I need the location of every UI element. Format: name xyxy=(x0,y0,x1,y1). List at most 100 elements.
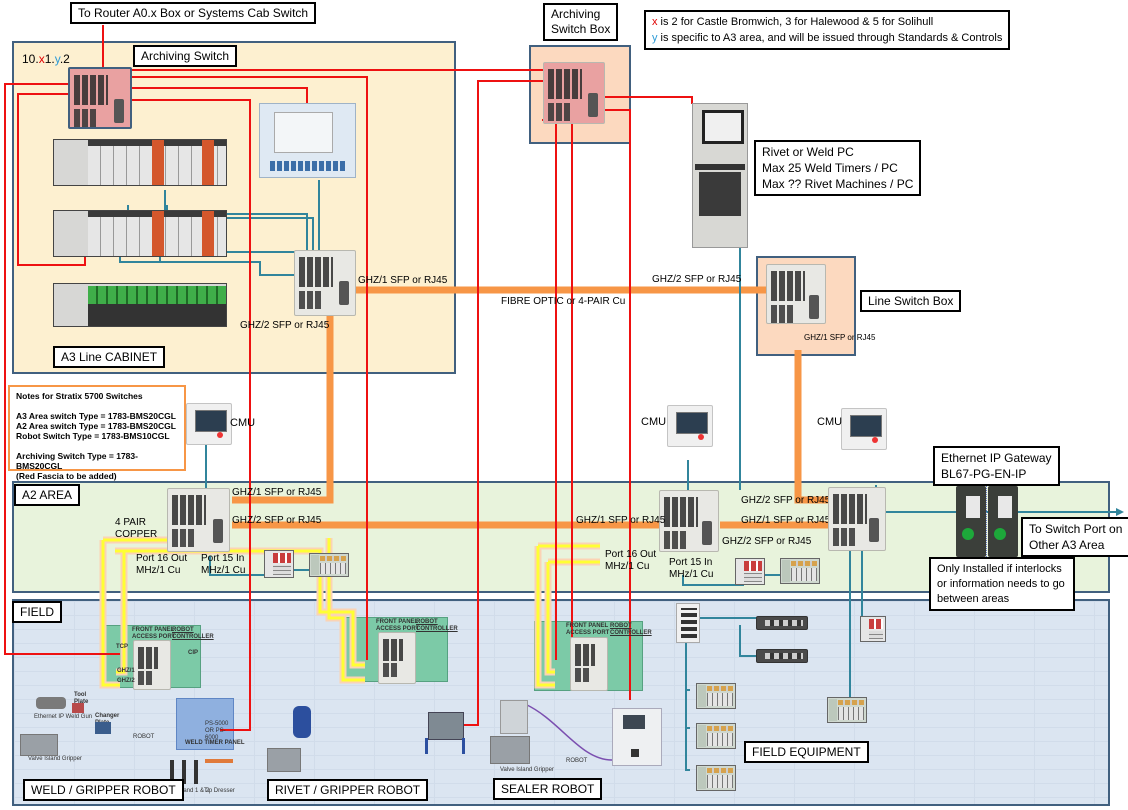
label-line: ACCESS PORT xyxy=(566,630,610,636)
switch-ports xyxy=(172,529,194,547)
robot-label: ROBOT xyxy=(133,734,155,740)
plc-rack-1[interactable] xyxy=(53,139,227,186)
cmu-device-3[interactable] xyxy=(841,408,887,450)
ip-suffix: .2 xyxy=(59,52,70,66)
arrow-head-icon xyxy=(1116,508,1124,516)
cmu-device-2[interactable] xyxy=(667,405,713,447)
archive-link xyxy=(132,87,308,104)
copper-link xyxy=(327,538,365,682)
label-line: MHz/1 Cu xyxy=(136,565,181,576)
label-line: Archiving xyxy=(551,7,601,21)
gateway-led-panel xyxy=(998,496,1012,518)
switch-ports xyxy=(575,668,589,682)
io-terminals xyxy=(869,619,883,629)
pc-cabinet-window xyxy=(699,172,741,216)
field-block-io-1[interactable] xyxy=(756,616,808,630)
field-block-io-2[interactable] xyxy=(756,649,808,663)
cabinet-hmi-panel[interactable] xyxy=(259,103,356,178)
plc-rack-2[interactable] xyxy=(53,210,227,257)
legend-box: x is 2 for Castle Bromwich, 3 for Halewo… xyxy=(644,10,1011,50)
a2-left-io-module[interactable] xyxy=(309,553,349,577)
left-port15-label: Port 15 In MHz/1 Cu xyxy=(201,553,245,577)
plc-rack-3[interactable] xyxy=(53,283,227,327)
sealer-control-cabinet[interactable] xyxy=(612,708,662,766)
field-io-module-2[interactable] xyxy=(696,723,736,749)
cmu-screen xyxy=(850,415,882,437)
io-grid xyxy=(791,568,817,581)
archiving-switch-device[interactable] xyxy=(68,67,132,129)
sealer-control-display xyxy=(623,715,645,729)
switch-connector xyxy=(213,519,223,543)
pc-info-line: Max ?? Rivet Machines / PC xyxy=(762,177,914,191)
switch-ports xyxy=(383,663,397,677)
pc-info-line: Rivet or Weld PC xyxy=(762,145,854,159)
mid-port15-label: Port 15 In MHz/1 Cu xyxy=(669,557,713,581)
label-line: Switch Box xyxy=(551,22,611,36)
tool-plate-label: Tool Plate xyxy=(74,692,89,705)
a2-mid-io-red[interactable] xyxy=(735,558,765,585)
line-switch-device[interactable] xyxy=(766,264,826,324)
label-line: Port 16 Out xyxy=(605,549,657,560)
cmu-screen xyxy=(676,412,708,434)
cmu-device-1[interactable] xyxy=(186,403,232,445)
io-strip xyxy=(838,700,864,705)
io-slots xyxy=(765,620,803,626)
io-strip xyxy=(320,556,346,561)
a2-mid-io-module[interactable] xyxy=(780,558,820,584)
a2-mid-ghz1-label: GHZ/1 SFP or RJ45 xyxy=(576,515,666,526)
field-io-module-1[interactable] xyxy=(696,683,736,709)
rivet-weld-pc[interactable] xyxy=(692,103,748,248)
plc-card-orange xyxy=(152,211,164,256)
a2-switch-middle[interactable] xyxy=(659,490,719,552)
cmu-screen xyxy=(195,410,227,432)
ghz1-port-label: GHZ/1 xyxy=(117,668,135,674)
archiving-box-switch-device[interactable] xyxy=(543,62,605,124)
label-line: CONTROLLER xyxy=(172,634,214,640)
plc-chassis-green xyxy=(88,286,226,304)
field-io-module-4[interactable] xyxy=(827,697,867,723)
io-rows xyxy=(273,565,291,575)
ethernet-ip-gateway-device[interactable] xyxy=(956,486,1018,557)
ps-model-label: PS-5000 OR PS-6000 xyxy=(205,721,229,741)
io-head xyxy=(698,725,706,747)
label-line: Only Installed if interlocks xyxy=(937,563,1062,575)
a2-left-ghz1-label: GHZ/1 SFP or RJ45 xyxy=(232,487,322,498)
switch-ports xyxy=(833,528,855,546)
rivet-robot-switch[interactable] xyxy=(378,632,416,684)
cmu-stop-button xyxy=(872,437,878,443)
io-grid xyxy=(707,775,733,788)
switch-ports xyxy=(681,608,697,638)
label-line: ROBOT xyxy=(610,623,632,629)
field-io-red[interactable] xyxy=(860,616,886,642)
switch-ports xyxy=(74,75,108,105)
a2-switch-right[interactable] xyxy=(828,487,886,551)
a3-area-switch[interactable] xyxy=(294,250,356,316)
a2-switch-left[interactable] xyxy=(167,488,230,552)
gateway-status-dot xyxy=(962,528,974,540)
io-head xyxy=(829,699,837,721)
field-io-module-3[interactable] xyxy=(696,765,736,791)
a2-left-io-red[interactable] xyxy=(264,550,294,578)
cmu-label-3: CMU xyxy=(817,416,843,428)
label-line: between areas xyxy=(937,593,1010,605)
gateway-led-panel xyxy=(966,496,980,518)
weld-timer-panel-label: WELD TIMER PANEL xyxy=(185,740,245,746)
io-grid xyxy=(320,563,346,574)
label-line: ACCESS PORT xyxy=(376,626,420,632)
field-unmanaged-switch[interactable] xyxy=(676,603,700,643)
spacer xyxy=(16,401,178,411)
sealer-robot-switch[interactable] xyxy=(570,637,608,691)
label-line: Port 15 In xyxy=(669,557,713,568)
switch-ports xyxy=(172,495,206,525)
weld-robot-switch[interactable] xyxy=(133,640,171,690)
switch-ports xyxy=(548,103,570,121)
archive-link xyxy=(4,83,120,655)
robot-label: ROBOT xyxy=(566,758,588,764)
mid-port16-label: Port 16 Out MHz/1 Cu xyxy=(605,549,656,573)
changer-plate-image xyxy=(95,722,111,734)
label-line: MHz/1 Cu xyxy=(201,565,246,576)
